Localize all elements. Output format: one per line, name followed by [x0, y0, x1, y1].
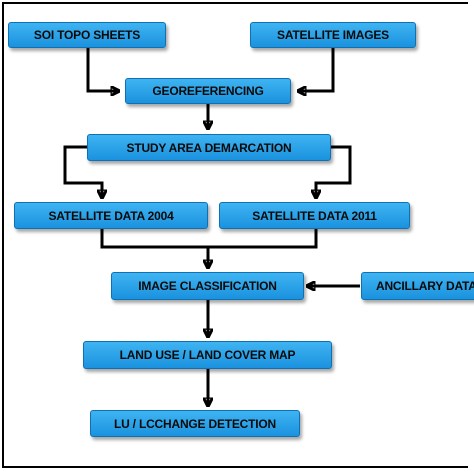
- study-area-demarcation-box: STUDY AREA DEMARCATION: [87, 134, 331, 161]
- satellite-data-2011-box: SATELLITE DATA 2011: [219, 202, 410, 229]
- diagram-frame: [2, 2, 468, 468]
- land-use-land-cover-map-box: LAND USE / LAND COVER MAP: [83, 341, 332, 369]
- satellite-images-box: SATELLITE IMAGES: [250, 22, 416, 48]
- image-classification-box: IMAGE CLASSIFICATION: [111, 272, 304, 300]
- georeferencing-box: GEOREFERENCING: [125, 78, 291, 104]
- ancillary-data-box: ANCILLARY DATA: [361, 272, 474, 300]
- change-detection-box: LU / LCCHANGE DETECTION: [90, 410, 300, 437]
- satellite-data-2004-box: SATELLITE DATA 2004: [14, 202, 208, 229]
- soi-topo-sheets-box: SOI TOPO SHEETS: [8, 22, 166, 48]
